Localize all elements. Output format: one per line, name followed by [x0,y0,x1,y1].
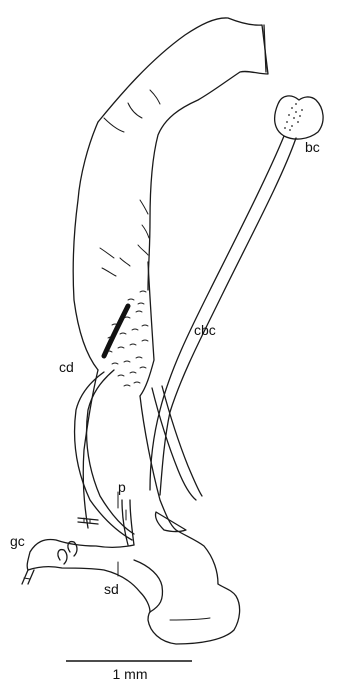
label-cbc: cbc [194,322,216,338]
scale-bar-label: 1 mm [113,666,148,681]
stippled-region [104,262,154,396]
side-duct [152,386,202,500]
label-p: p [118,479,126,495]
lower-body [22,370,240,644]
bursa-stipple [284,103,303,131]
scale-bar: 1 mm [66,661,192,681]
label-bc: bc [305,139,320,155]
label-sd: sd [104,581,119,597]
sac-outline [73,18,268,370]
bursa-and-duct [150,96,323,495]
label-gc: gc [10,533,25,549]
label-cd: cd [59,359,74,375]
